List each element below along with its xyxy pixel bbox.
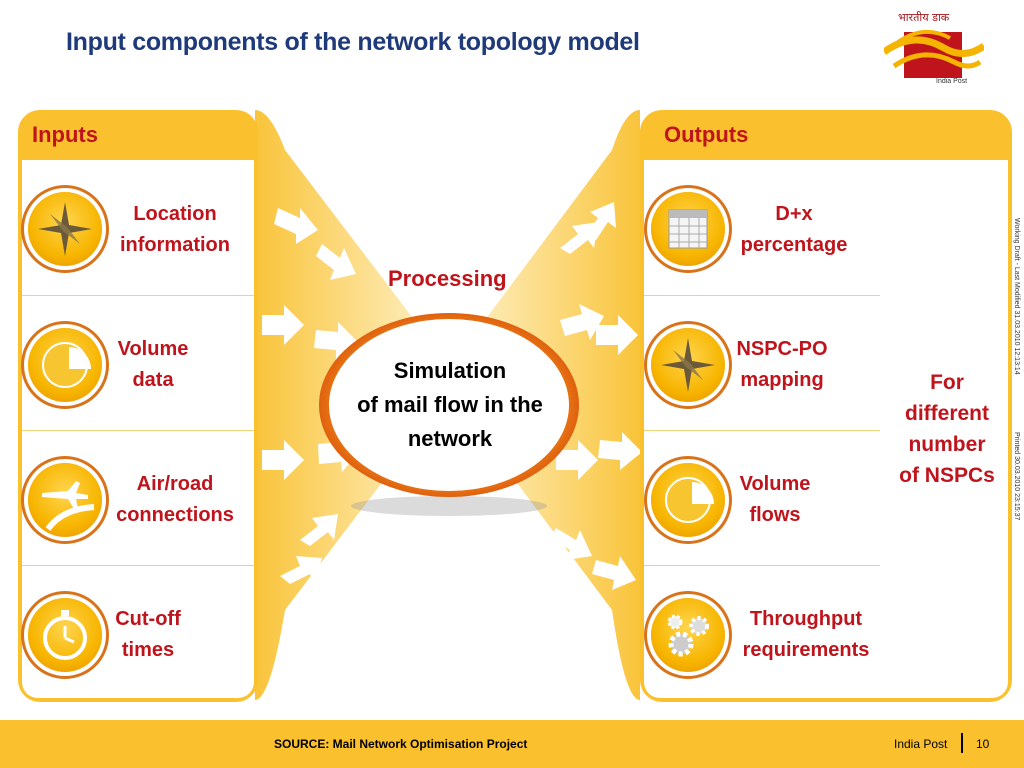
pie-chart-icon (28, 328, 102, 402)
compass-icon (28, 192, 102, 266)
outputs-divider (644, 565, 880, 566)
footer-separator (961, 733, 963, 753)
processing-text: Simulation of mail flow in the network (357, 358, 543, 451)
calendar-icon (651, 192, 725, 266)
pie-chart-icon (651, 463, 725, 537)
input-label-cutoff: Cut-off times (115, 608, 181, 661)
input-label-location: Location information (120, 203, 230, 256)
output-label-throughput: Throughput requirements (742, 608, 870, 661)
logo-text: भारतीय डाक (898, 11, 950, 24)
airplane-road-icon (28, 463, 102, 537)
right-arrows (550, 202, 642, 590)
processing-heading: Processing (388, 266, 507, 291)
input-label-connections: Air/road connections (116, 473, 234, 526)
output-label-dx: D+x percentage (740, 203, 848, 256)
stopwatch-icon (28, 598, 102, 672)
input-label-volume: Volume data (117, 338, 189, 391)
footer-bar (0, 720, 1024, 768)
bracket-note: For different number of NSPCs (899, 371, 995, 487)
footer-source: SOURCE: Mail Network Optimisation Projec… (274, 737, 528, 751)
output-label-mapping: NSPC-PO mapping (736, 338, 828, 391)
logo-caption: India Post (936, 78, 968, 85)
inputs-divider (22, 295, 254, 296)
output-label-flows: Volume flows (739, 473, 811, 526)
compass-icon (651, 328, 725, 402)
inputs-divider (22, 430, 254, 431)
slide-title: Input components of the network topology… (66, 28, 640, 56)
outputs-divider (644, 430, 880, 431)
outputs-heading: Outputs (664, 122, 749, 147)
processing-ellipse (329, 319, 569, 491)
ellipse-shadow (351, 496, 547, 516)
inputs-divider (22, 565, 254, 566)
inputs-heading: Inputs (32, 122, 98, 147)
footer-brand: India Post (894, 737, 948, 751)
india-post-logo-icon (884, 30, 984, 78)
gears-icon (651, 598, 725, 672)
page-number: 10 (976, 737, 990, 751)
outputs-divider (644, 295, 880, 296)
